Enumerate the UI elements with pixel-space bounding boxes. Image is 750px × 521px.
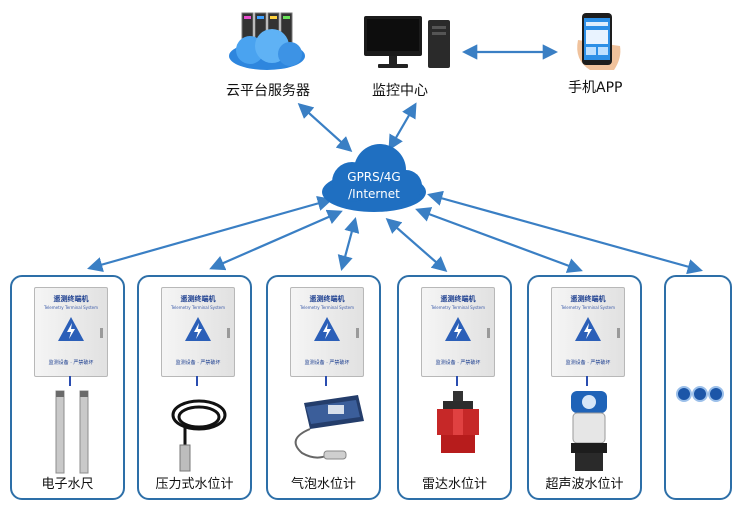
arrow-network-device2 [209, 209, 343, 271]
connection-wire [325, 376, 327, 386]
terminal-title: 遥测终端机 [440, 295, 476, 303]
cloud-server-label: 云平台服务器 [226, 83, 310, 99]
radar-level-meter-icon [437, 391, 479, 453]
device-label: 超声波水位计 [545, 477, 624, 492]
bubble-level-meter-icon [294, 395, 364, 460]
electronic-water-gauge-icon [55, 390, 89, 474]
monitor-center-label: 监控中心 [372, 83, 428, 99]
terminal-footer: 监测设备 · 严禁破坏 [565, 360, 611, 366]
network-cloud-icon [322, 144, 426, 212]
connection-wire [69, 376, 71, 386]
more-devices-card [664, 275, 732, 500]
mobile-app-node [568, 10, 628, 72]
telemetry-terminal-cabinet: 遥测终端机 Telemetry Terminal System 监测设备 · 严… [551, 287, 625, 377]
smartphone-hand-icon [577, 13, 621, 70]
network-label-line1: GPRS/4G [347, 170, 401, 184]
device-card-4: 遥测终端机 Telemetry Terminal System 监测设备 · 严… [397, 275, 512, 500]
terminal-subtitle: Telemetry Terminal System [299, 305, 355, 310]
device-label: 压力式水位计 [155, 477, 234, 492]
device-card-5: 遥测终端机 Telemetry Terminal System 监测设备 · 严… [527, 275, 642, 500]
telemetry-terminal-cabinet: 遥测终端机 Telemetry Terminal System 监测设备 · 严… [161, 287, 235, 377]
cabinet-latch [227, 328, 230, 338]
desktop-computer-icon [364, 16, 450, 68]
telemetry-terminal-cabinet: 遥测终端机 Telemetry Terminal System 监测设备 · 严… [290, 287, 364, 377]
connection-wire [586, 376, 588, 386]
ultrasonic-level-meter-icon [571, 391, 607, 471]
monitor-center-node [362, 12, 457, 74]
connection-wire [196, 376, 198, 386]
arrow-network-device4 [385, 217, 448, 273]
terminal-footer: 监测设备 · 严禁破坏 [48, 360, 94, 366]
mobile-app-label: 手机APP [568, 80, 623, 96]
arrow-monitor-network [388, 102, 417, 151]
network-label-line2: /Internet [348, 187, 400, 201]
terminal-subtitle: Telemetry Terminal System [170, 305, 226, 310]
device-label: 雷达水位计 [421, 477, 487, 492]
high-voltage-warning-icon [575, 317, 601, 341]
device-card-3: 遥测终端机 Telemetry Terminal System 监测设备 · 严… [266, 275, 381, 500]
device-label: 电子水尺 [41, 477, 94, 492]
cabinet-latch [356, 328, 359, 338]
terminal-title: 遥测终端机 [180, 295, 216, 303]
terminal-subtitle: Telemetry Terminal System [43, 305, 99, 310]
cloud-server-icon [229, 12, 305, 70]
connection-wire [456, 376, 458, 386]
cabinet-latch [487, 328, 490, 338]
high-voltage-warning-icon [185, 317, 211, 341]
terminal-footer: 监测设备 · 严禁破坏 [175, 360, 221, 366]
arrow-network-device1 [87, 195, 333, 273]
terminal-title: 遥测终端机 [53, 295, 89, 303]
high-voltage-warning-icon [445, 317, 471, 341]
terminal-footer: 监测设备 · 严禁破坏 [435, 360, 481, 366]
arrow-server-network [297, 102, 353, 153]
telemetry-terminal-cabinet: 遥测终端机 Telemetry Terminal System 监测设备 · 严… [34, 287, 108, 377]
device-card-2: 遥测终端机 Telemetry Terminal System 监测设备 · 严… [137, 275, 252, 500]
terminal-title: 遥测终端机 [570, 295, 606, 303]
device-label: 气泡水位计 [290, 477, 356, 492]
ellipsis-dots-icon [676, 386, 724, 402]
high-voltage-warning-icon [314, 317, 340, 341]
arrow-network-device3 [337, 217, 360, 271]
terminal-title: 遥测终端机 [309, 295, 345, 303]
arrow-network-device5 [415, 207, 583, 273]
cabinet-latch [617, 328, 620, 338]
pressure-level-sensor-icon [171, 399, 227, 472]
telemetry-terminal-cabinet: 遥测终端机 Telemetry Terminal System 监测设备 · 严… [421, 287, 495, 377]
cloud-server-node [222, 10, 312, 75]
terminal-subtitle: Telemetry Terminal System [560, 305, 616, 310]
network-cloud: GPRS/4G /Internet [318, 140, 430, 218]
terminal-subtitle: Telemetry Terminal System [430, 305, 486, 310]
high-voltage-warning-icon [58, 317, 84, 341]
arrow-network-more [427, 190, 703, 275]
device-card-1: 遥测终端机 Telemetry Terminal System 监测设备 · 严… [10, 275, 125, 500]
terminal-footer: 监测设备 · 严禁破坏 [304, 360, 350, 366]
cabinet-latch [100, 328, 103, 338]
